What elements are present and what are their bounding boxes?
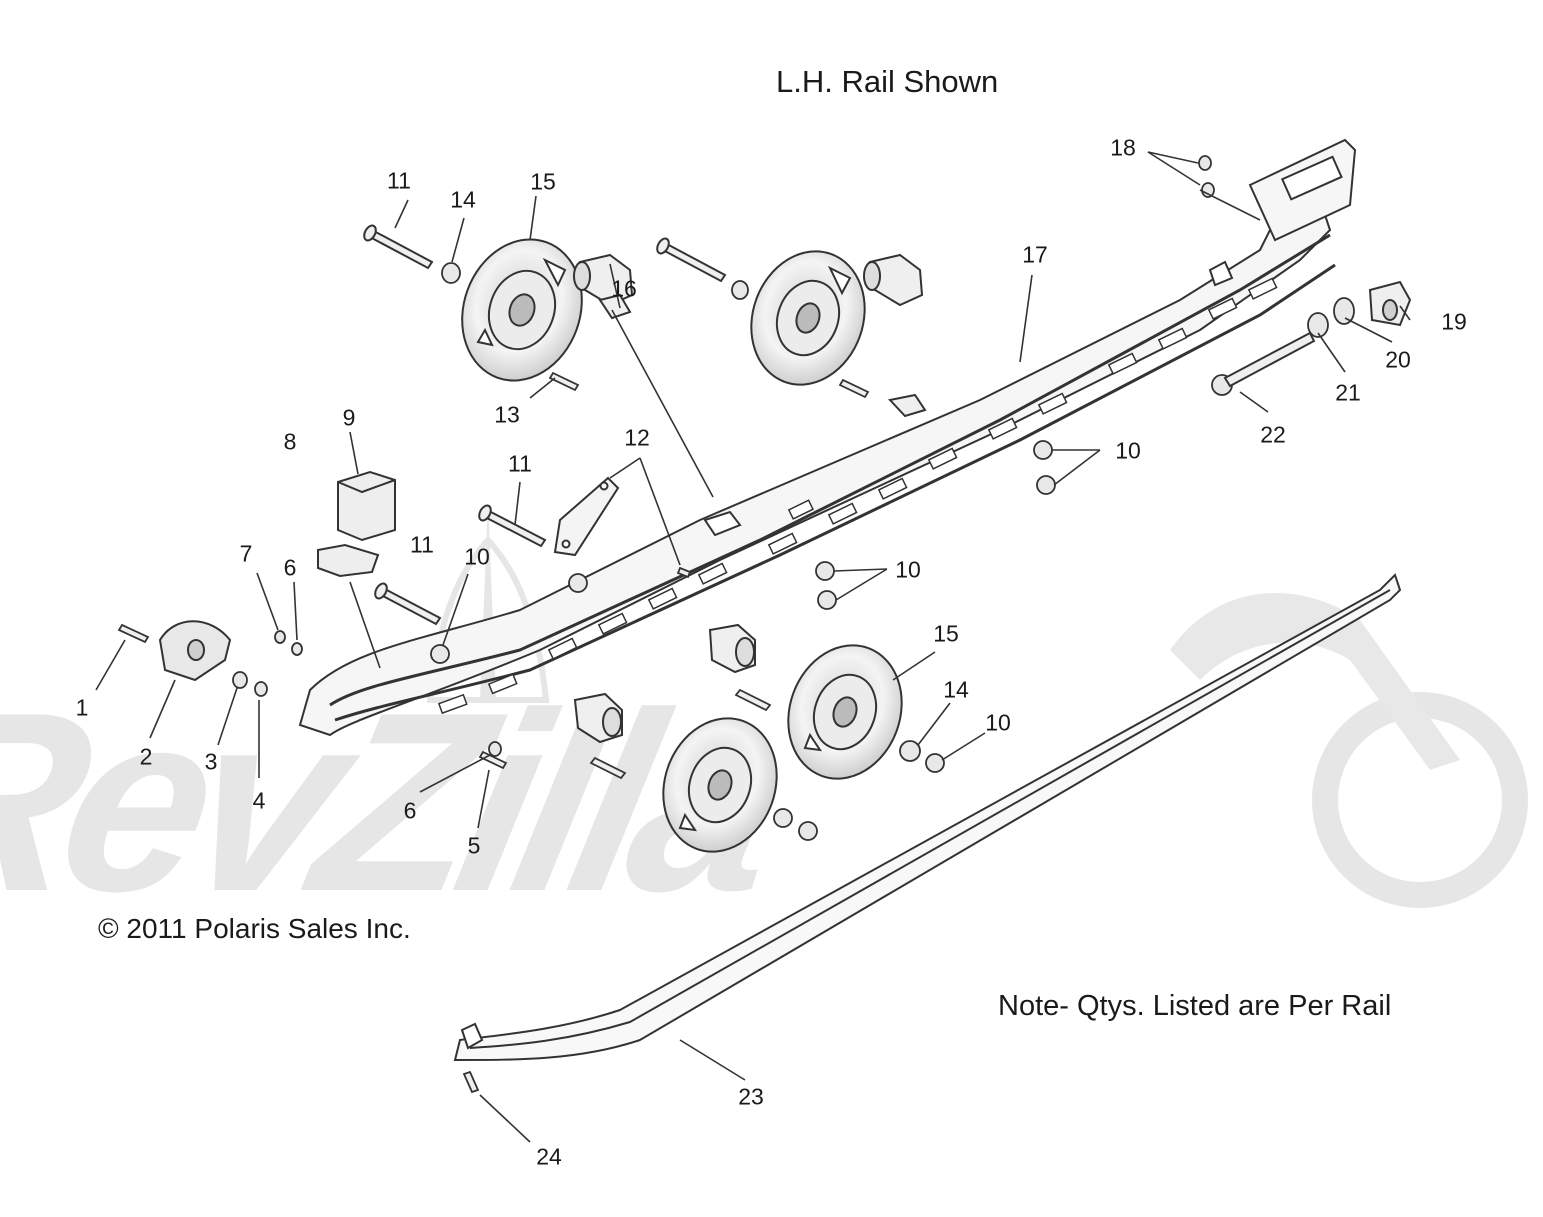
callout-11[interactable]: 11 bbox=[410, 531, 434, 558]
callout-14[interactable]: 14 bbox=[943, 676, 969, 703]
callout-5[interactable]: 5 bbox=[467, 832, 481, 859]
callout-10[interactable]: 10 bbox=[985, 709, 1011, 736]
idler-wheel bbox=[662, 717, 778, 853]
callout-10[interactable]: 10 bbox=[464, 543, 490, 570]
callout-4[interactable]: 4 bbox=[252, 787, 266, 814]
callout-7[interactable]: 7 bbox=[239, 540, 253, 567]
callout-15[interactable]: 15 bbox=[530, 168, 556, 195]
callout-6[interactable]: 6 bbox=[283, 554, 297, 581]
callout-9[interactable]: 9 bbox=[342, 404, 356, 431]
callout-10[interactable]: 10 bbox=[895, 556, 921, 583]
callout-13[interactable]: 13 bbox=[494, 401, 520, 428]
quantity-note: Note- Qtys. Listed are Per Rail bbox=[998, 990, 1392, 1022]
cross-shaft-bracket bbox=[553, 476, 620, 557]
rail-tip bbox=[158, 620, 232, 682]
callout-21[interactable]: 21 bbox=[1335, 379, 1361, 406]
idler-wheel bbox=[750, 250, 866, 386]
callout-16[interactable]: 16 bbox=[611, 275, 637, 302]
rail-cap bbox=[317, 470, 396, 578]
rear-axle bbox=[1223, 280, 1412, 388]
callout-11[interactable]: 11 bbox=[508, 450, 532, 477]
callout-14[interactable]: 14 bbox=[450, 186, 476, 213]
bolt bbox=[363, 224, 727, 626]
callout-24[interactable]: 24 bbox=[536, 1143, 562, 1170]
callout-19[interactable]: 19 bbox=[1441, 308, 1467, 335]
wheel-mount-spacer bbox=[573, 253, 927, 744]
watermark-motorcycle-icon bbox=[1170, 592, 1460, 770]
copyright-notice: © 2011 Polaris Sales Inc. bbox=[98, 913, 411, 944]
callout-8[interactable]: 8 bbox=[283, 428, 297, 455]
hyfax-slider bbox=[453, 573, 1402, 1062]
leader-lines bbox=[95, 151, 1411, 1143]
callout-12[interactable]: 12 bbox=[624, 424, 650, 451]
callout-10[interactable]: 10 bbox=[1115, 437, 1141, 464]
washer-nut bbox=[232, 155, 1355, 841]
callout-2[interactable]: 2 bbox=[139, 743, 153, 770]
callout-23[interactable]: 23 bbox=[738, 1083, 764, 1110]
callout-22[interactable]: 22 bbox=[1260, 421, 1286, 448]
callout-3[interactable]: 3 bbox=[204, 748, 218, 775]
callout-15[interactable]: 15 bbox=[933, 620, 959, 647]
idler-wheel bbox=[787, 644, 903, 780]
callout-1[interactable]: 1 bbox=[75, 694, 89, 721]
callout-6[interactable]: 6 bbox=[403, 797, 417, 824]
callout-17[interactable]: 17 bbox=[1022, 241, 1048, 268]
callout-18[interactable]: 18 bbox=[1110, 134, 1136, 161]
diagram-title: L.H. Rail Shown bbox=[776, 64, 999, 99]
callout-11[interactable]: 11 bbox=[387, 167, 411, 194]
slide-rail bbox=[298, 138, 1357, 737]
idler-wheel bbox=[461, 238, 583, 382]
callout-20[interactable]: 20 bbox=[1385, 346, 1411, 373]
